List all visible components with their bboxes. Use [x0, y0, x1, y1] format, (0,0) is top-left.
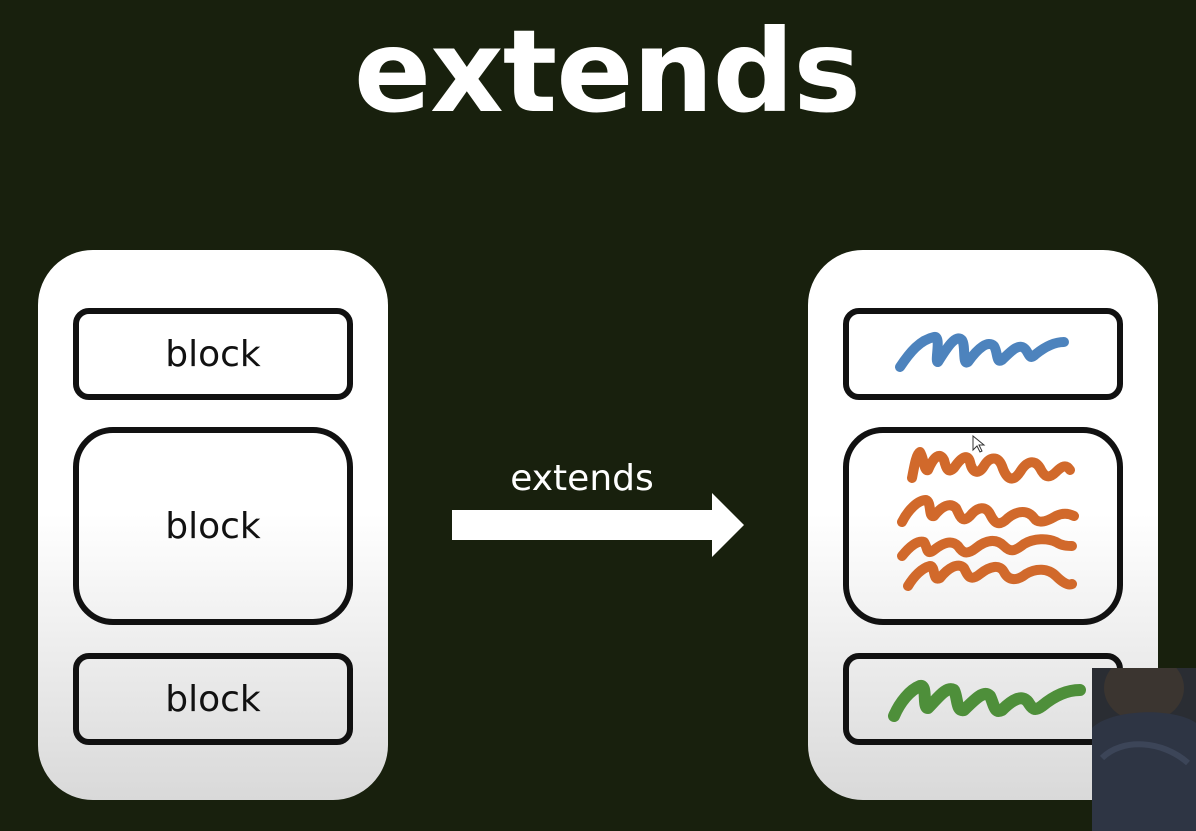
scribbles	[888, 332, 1086, 722]
block-middle: block	[73, 427, 353, 625]
block-bottom: block	[73, 653, 353, 745]
person-webcam-overlay	[1092, 668, 1196, 831]
scribble-orange-4	[903, 560, 1077, 591]
slide-title: extends	[353, 5, 861, 138]
filled-block-middle	[843, 427, 1123, 625]
base-template-page: block block block	[38, 250, 388, 800]
scribble-orange-1	[907, 447, 1075, 484]
right-arrow-icon	[452, 493, 744, 557]
scribble-orange-3	[897, 534, 1077, 561]
scribble-blue	[895, 332, 1069, 372]
filled-block-top	[843, 308, 1123, 400]
block-top: block	[73, 308, 353, 400]
child-template-page	[808, 250, 1158, 800]
arrow-label: extends	[510, 458, 654, 499]
scribble-green	[888, 680, 1086, 722]
presenter-webcam	[1092, 668, 1196, 831]
scribble-orange-2	[897, 495, 1079, 529]
cursor-icon	[972, 435, 986, 453]
